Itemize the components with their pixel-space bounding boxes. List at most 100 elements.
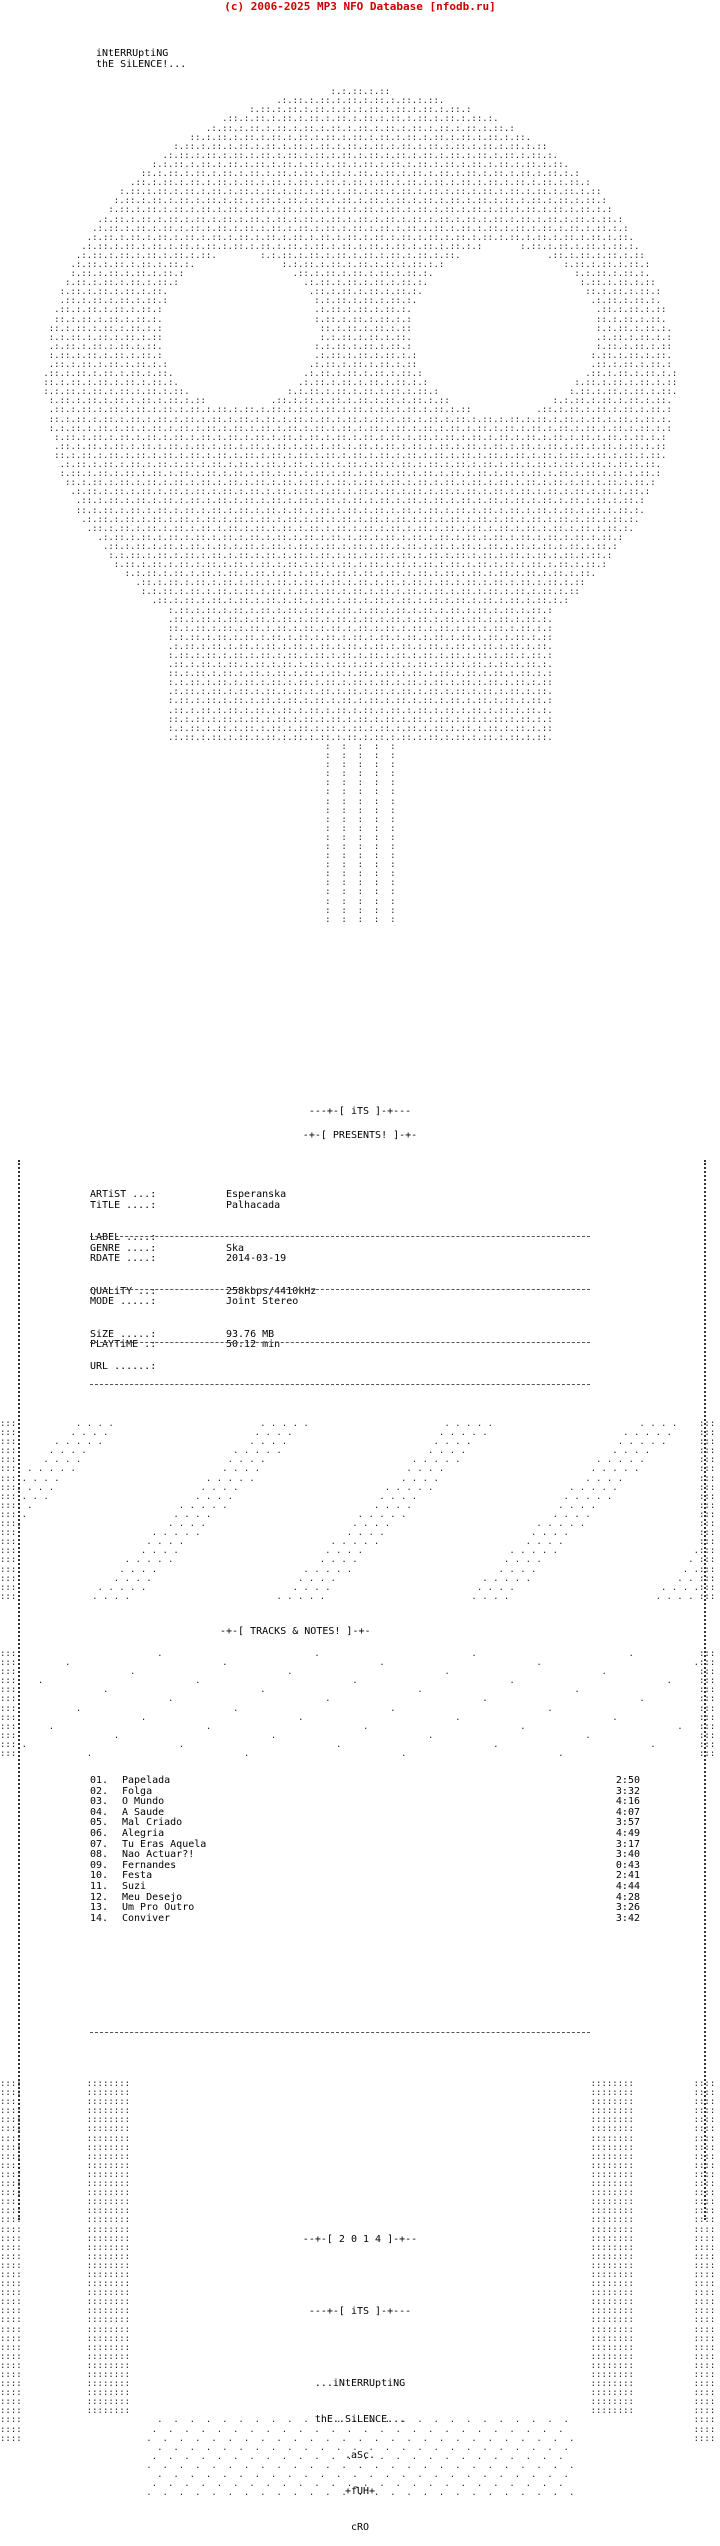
track-length: 3:40 (615, 1849, 640, 1861)
tail-dot: . (354, 2480, 361, 2491)
release-info: ARTiST ...:Esperanska TiTLE ....:Palhaca… (90, 1189, 317, 1372)
track-length: 4:16 (615, 1796, 640, 1808)
skull-ascii-art: :.:.::.:.:: .:.::.:.::.:.::.:.::.:.::.:.… (43, 87, 678, 925)
track-num: 05. (90, 1817, 109, 1829)
playtime-value: 50:12 min (226, 1339, 281, 1350)
rdate-row: RDATE ....:2014-03-19 (90, 1253, 287, 1264)
title-value: Palhacada (226, 1199, 281, 1211)
track-length: 3:26 (615, 1902, 640, 1914)
footer-group-2: thE..SiLENCE... (314, 2414, 406, 2425)
track-num: 02. (90, 1785, 109, 1797)
track-row: 14. Conviver 3:42 (90, 1912, 640, 1925)
track-title: O Mundo (122, 1796, 165, 1808)
quality-row: QUALiTY ..:258kbps/4410kHz (90, 1285, 317, 1297)
track-row: 08. Nao Actuar?! 3:40 (90, 1850, 640, 1861)
track-title: Nao Actuar?! (122, 1849, 195, 1861)
playtime-row: PLAYTiME .:50:12 min (90, 1339, 281, 1350)
track-title: Fernandes (122, 1859, 177, 1871)
artist-value: Esperanska (226, 1189, 287, 1200)
track-num: 01. (90, 1775, 109, 1786)
presents-banner: ---+-[ iTS ]-+--- -+-[ PRESENTS! ]-+- (240, 1100, 480, 1148)
track-title: Suzi (122, 1880, 147, 1892)
track-title: A Saude (122, 1806, 165, 1818)
track-length: 4:28 (615, 1891, 640, 1903)
artist-row: ARTiST ...:Esperanska (90, 1189, 287, 1200)
track-num: 04. (90, 1806, 109, 1818)
track-row: 02. Folga 3:32 (90, 1785, 640, 1798)
track-title: Um Pro Outro (122, 1902, 195, 1914)
track-num: 10. (90, 1870, 109, 1882)
genre-row: GENRE ....:Ska (90, 1242, 245, 1254)
info-frame (18, 1160, 706, 2220)
track-num: 06. (90, 1827, 109, 1839)
track-num: 11. (90, 1880, 109, 1892)
track-num: 12. (90, 1891, 109, 1903)
separator (90, 1384, 590, 1385)
size-row: SiZE .....:93.76 MB (90, 1328, 275, 1340)
track-row: 04. A Saude 4:07 (90, 1806, 640, 1819)
footer-credit-1: .aSc. (344, 2450, 376, 2461)
footer-credit-2: +fUH+ (344, 2486, 376, 2497)
mode-row: MODE .....:Joint Stereo (90, 1296, 299, 1307)
footer-its: ---+-[ iTS ]-+--- (308, 2306, 412, 2317)
track-row: 13. Um Pro Outro 3:26 (90, 1903, 640, 1914)
track-length: 3:42 (615, 1912, 640, 1924)
quality-value: 258kbps/4410kHz (226, 1285, 317, 1297)
track-length: 4:49 (615, 1827, 640, 1839)
genre-value: Ska (226, 1242, 245, 1254)
separator (90, 2032, 590, 2033)
footer-group-1: ...iNtERRUptiNG (314, 2378, 406, 2389)
separator (90, 1342, 590, 1343)
track-row: 11. Suzi 4:44 (90, 1880, 640, 1893)
footer-block: --+-[ 2 0 1 4 ]-+-- ---+-[ iTS ]-+--- ..… (250, 2210, 470, 2546)
track-title: Folga (122, 1785, 153, 1797)
track-length: 3:57 (615, 1817, 640, 1829)
track-row: 12. Meu Desejo 4:28 (90, 1891, 640, 1904)
presents-label: -+-[ PRESENTS! ]-+- (302, 1130, 418, 1141)
track-row: 05. Mal Criado 3:57 (90, 1818, 640, 1829)
ornament-ascii-art: ::: . . . . . . . . . . . . . . . . . . … (0, 1420, 716, 1602)
track-num: 07. (90, 1838, 109, 1850)
track-length: 2:41 (615, 1870, 640, 1882)
track-num: 09. (90, 1859, 109, 1871)
site-header: (c) 2006-2025 MP3 NFO Database [nfodb.ru… (224, 0, 496, 13)
track-row: 09. Fernandes 0:43 (90, 1859, 640, 1872)
track-title: Mal Criado (122, 1817, 183, 1829)
track-length: 4:44 (615, 1880, 640, 1892)
track-title: Conviver (122, 1912, 171, 1924)
group-logo: iNtERRUptiNG thE SiLENCE!... (96, 48, 186, 70)
logo-line-2: thE SiLENCE!... (96, 59, 187, 70)
url-row: URL ......: (90, 1360, 157, 1372)
its-banner: ---+-[ iTS ]-+--- (308, 1106, 412, 1117)
label-row: LABEL ....: (90, 1232, 157, 1243)
track-row: 06. Alegria 4:49 (90, 1827, 640, 1840)
track-num: 14. (90, 1912, 109, 1924)
track-length: 0:43 (615, 1859, 640, 1871)
track-row: 10. Festa 2:41 (90, 1871, 640, 1882)
track-title: Festa (122, 1870, 153, 1882)
track-num: 08. (90, 1849, 109, 1861)
track-title: Meu Desejo (122, 1891, 183, 1903)
track-length: 3:32 (615, 1785, 640, 1797)
mode-value: Joint Stereo (226, 1296, 299, 1307)
size-value: 93.76 MB (226, 1328, 275, 1340)
separator (90, 1289, 590, 1290)
track-num: 13. (90, 1902, 109, 1914)
track-title: Tu Eras Aquela (122, 1838, 207, 1850)
tracks-header: -+-[ TRACKS & NOTES! ]-+- (220, 1626, 371, 1637)
footer-year: --+-[ 2 0 1 4 ]-+-- (302, 2234, 418, 2245)
track-length: 2:50 (615, 1775, 640, 1786)
track-title: Alegria (122, 1827, 165, 1839)
track-length: 3:17 (615, 1838, 640, 1850)
bottom-ascii-art: :::: :::::::: :::::::: :::: :::: :::::::… (0, 2080, 716, 2499)
track-num: 03. (90, 1796, 109, 1808)
logo-line-1: iNtERRUptiNG (96, 48, 169, 59)
track-row: 07. Tu Eras Aquela 3:17 (90, 1838, 640, 1851)
separator (90, 1236, 590, 1237)
track-length: 4:07 (615, 1806, 640, 1818)
ornament-ascii-art-2: ::: . . . . ::: ::: . . (0, 1650, 716, 1760)
footer-credit-3: cRO (350, 2522, 370, 2533)
track-row: 03. O Mundo 4:16 (90, 1797, 640, 1808)
